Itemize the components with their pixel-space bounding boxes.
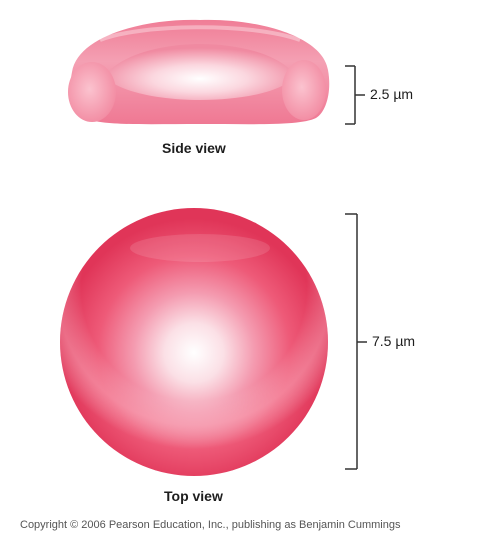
- side-view-label: Side view: [162, 140, 226, 156]
- top-view-cell: [60, 208, 328, 476]
- top-view-bracket: [345, 214, 367, 469]
- side-view-cell: [68, 20, 329, 124]
- top-view-label: Top view: [164, 488, 223, 504]
- copyright-notice: Copyright © 2006 Pearson Education, Inc.…: [20, 519, 476, 531]
- top-view-measurement: 7.5 µm: [372, 333, 415, 349]
- side-view-bracket: [345, 66, 365, 124]
- side-view-measurement: 2.5 µm: [370, 86, 413, 102]
